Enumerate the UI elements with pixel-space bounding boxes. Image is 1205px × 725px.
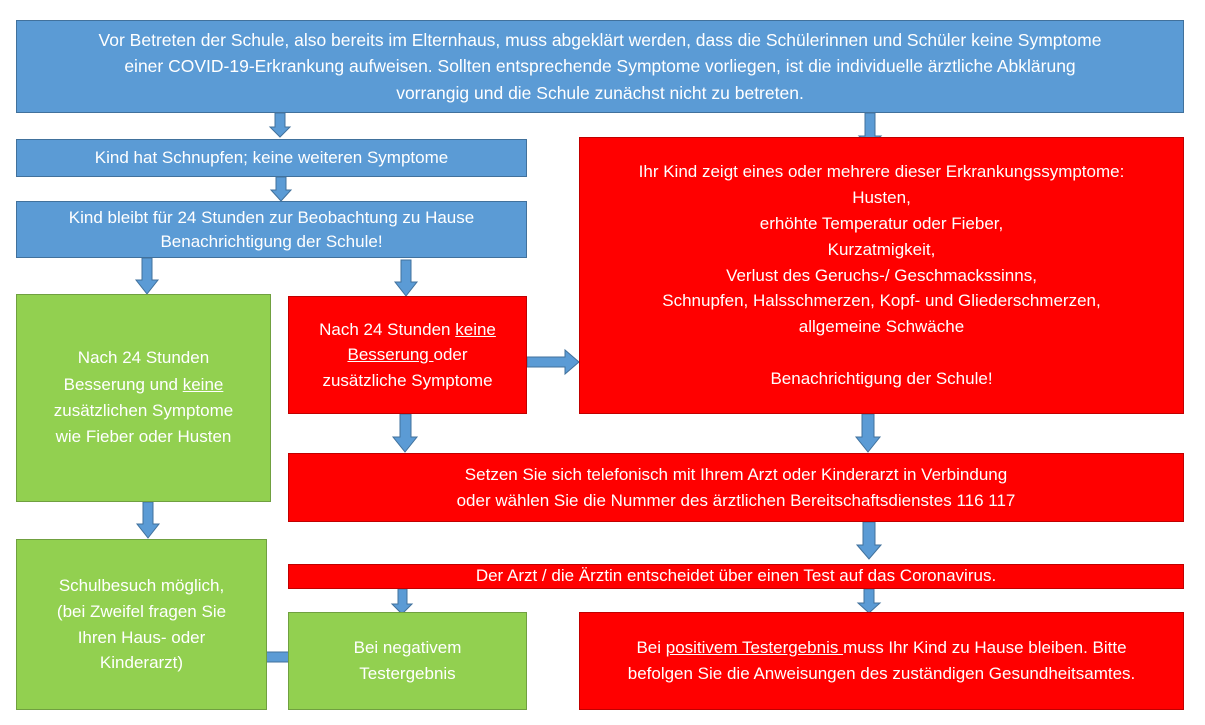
arrow-down-icon xyxy=(390,588,414,615)
beobachtung-line-1: Kind bleibt für 24 Stunden zur Beobachtu… xyxy=(68,207,475,227)
arrow-down-icon xyxy=(855,521,883,560)
keine-besserung-box: Nach 24 Stunden keine Besserung oder zus… xyxy=(288,296,527,414)
symptom-item: Husten, xyxy=(852,188,911,208)
intro-line-2: einer COVID-19-Erkrankung aufweisen. Sol… xyxy=(124,56,1076,77)
keine-besserung-line-2: Besserung oder xyxy=(347,345,468,365)
arrow-down-icon xyxy=(854,413,882,453)
schulbesuch-line-4: Kinderarzt) xyxy=(99,653,184,673)
schulbesuch-line-1: Schulbesuch möglich, xyxy=(58,575,225,595)
arrow-down-icon xyxy=(856,588,882,614)
intro-box: Vor Betreten der Schule, also bereits im… xyxy=(16,20,1184,113)
arzt-line-1: Setzen Sie sich telefonisch mit Ihrem Ar… xyxy=(464,465,1008,484)
symptoms-box: Ihr Kind zeigt eines oder mehrere dieser… xyxy=(579,137,1184,414)
besserung-box: Nach 24 Stunden Besserung und keine zusä… xyxy=(16,294,271,502)
positiv-line-2: befolgen Sie die Anweisungen des zuständ… xyxy=(627,664,1136,683)
arzt-line-2: oder wählen Sie die Nummer des ärztliche… xyxy=(456,490,1016,510)
arrow-right-icon xyxy=(526,348,580,376)
symptom-item: allgemeine Schwäche xyxy=(798,317,965,337)
keine-besserung-line-1: Nach 24 Stunden keine xyxy=(319,319,496,339)
besserung-line-3: zusätzlichen Symptome xyxy=(53,401,234,420)
arrow-down-icon xyxy=(393,259,419,297)
besserung-line-2: Besserung und keine xyxy=(63,374,224,394)
besserung-line-4: wie Fieber oder Husten xyxy=(55,427,232,447)
arrow-down-icon xyxy=(134,257,160,295)
positiv-box: Bei positivem Testergebnis muss Ihr Kind… xyxy=(579,612,1184,710)
test-text: Der Arzt / die Ärztin entscheidet über e… xyxy=(475,566,997,586)
schulbesuch-line-3: Ihren Haus- oder xyxy=(77,627,206,647)
negativ-box: Bei negativem Testergebnis xyxy=(288,612,527,710)
positiv-line-1: Bei positivem Testergebnis muss Ihr Kind… xyxy=(636,637,1127,657)
symptoms-intro: Ihr Kind zeigt eines oder mehrere dieser… xyxy=(638,162,1125,182)
arzt-box: Setzen Sie sich telefonisch mit Ihrem Ar… xyxy=(288,453,1184,522)
symptom-item: Verlust des Geruchs-/ Geschmackssinns, xyxy=(726,265,1037,285)
keine-besserung-line-3: zusätzliche Symptome xyxy=(322,370,493,390)
schnupfen-box: Kind hat Schnupfen; keine weiteren Sympt… xyxy=(16,139,527,177)
symptom-item: Kurzatmigkeit, xyxy=(827,239,936,259)
arrow-down-icon xyxy=(268,112,292,138)
symptom-item: Schnupfen, Halsschmerzen, Kopf- und Glie… xyxy=(662,291,1101,311)
schnupfen-text: Kind hat Schnupfen; keine weiteren Sympt… xyxy=(94,147,449,167)
arrow-down-icon xyxy=(269,176,293,202)
beobachtung-box: Kind bleibt für 24 Stunden zur Beobachtu… xyxy=(16,201,527,258)
negativ-line-1: Bei negativem xyxy=(353,637,462,657)
beobachtung-line-2: Benachrichtigung der Schule! xyxy=(160,231,383,251)
schulbesuch-box: Schulbesuch möglich, (bei Zweifel fragen… xyxy=(16,539,267,710)
schulbesuch-line-2: (bei Zweifel fragen Sie xyxy=(56,601,227,621)
arrow-down-icon xyxy=(391,413,419,453)
symptoms-notice: Benachrichtigung der Schule! xyxy=(770,368,993,388)
arrow-down-icon xyxy=(135,501,161,539)
test-box: Der Arzt / die Ärztin entscheidet über e… xyxy=(288,564,1184,589)
intro-line-1: Vor Betreten der Schule, also bereits im… xyxy=(98,30,1102,51)
negativ-line-2: Testergebnis xyxy=(359,664,456,683)
intro-line-3: vorrangig und die Schule zunächst nicht … xyxy=(396,82,804,103)
symptom-item: erhöhte Temperatur oder Fieber, xyxy=(759,213,1004,233)
besserung-line-1: Nach 24 Stunden xyxy=(77,348,210,368)
